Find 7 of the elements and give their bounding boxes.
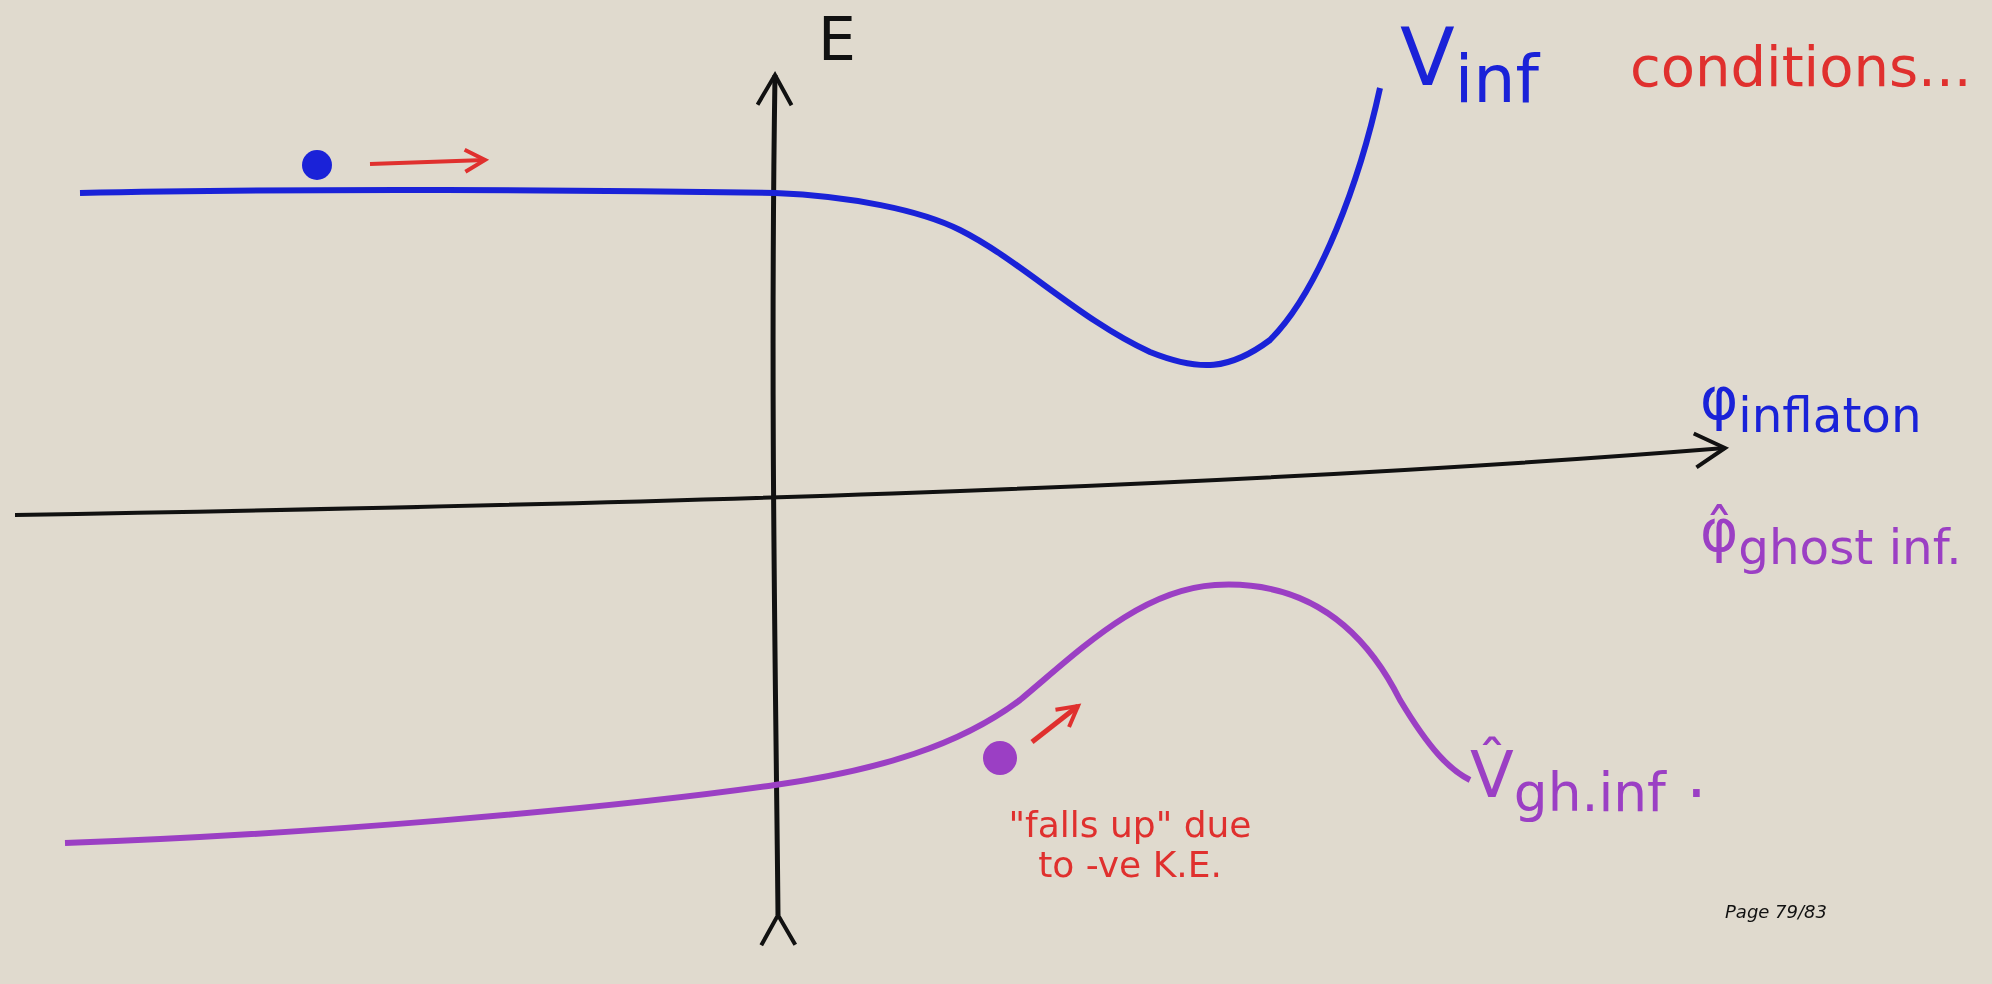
note-text: conditions... (1630, 36, 1972, 98)
axis-label: φ$_{inflaton}$ (1700, 368, 1922, 442)
page-number: Page 79/83 (1725, 902, 1827, 922)
note-text: "falls up" due to -ve K.E. (1007, 805, 1253, 885)
axis-label: E (818, 6, 856, 72)
axis-label: φ̂$_{ghost inf.}$ (1700, 500, 1962, 574)
curve-label: V$_{inf}$ (1400, 14, 1539, 117)
